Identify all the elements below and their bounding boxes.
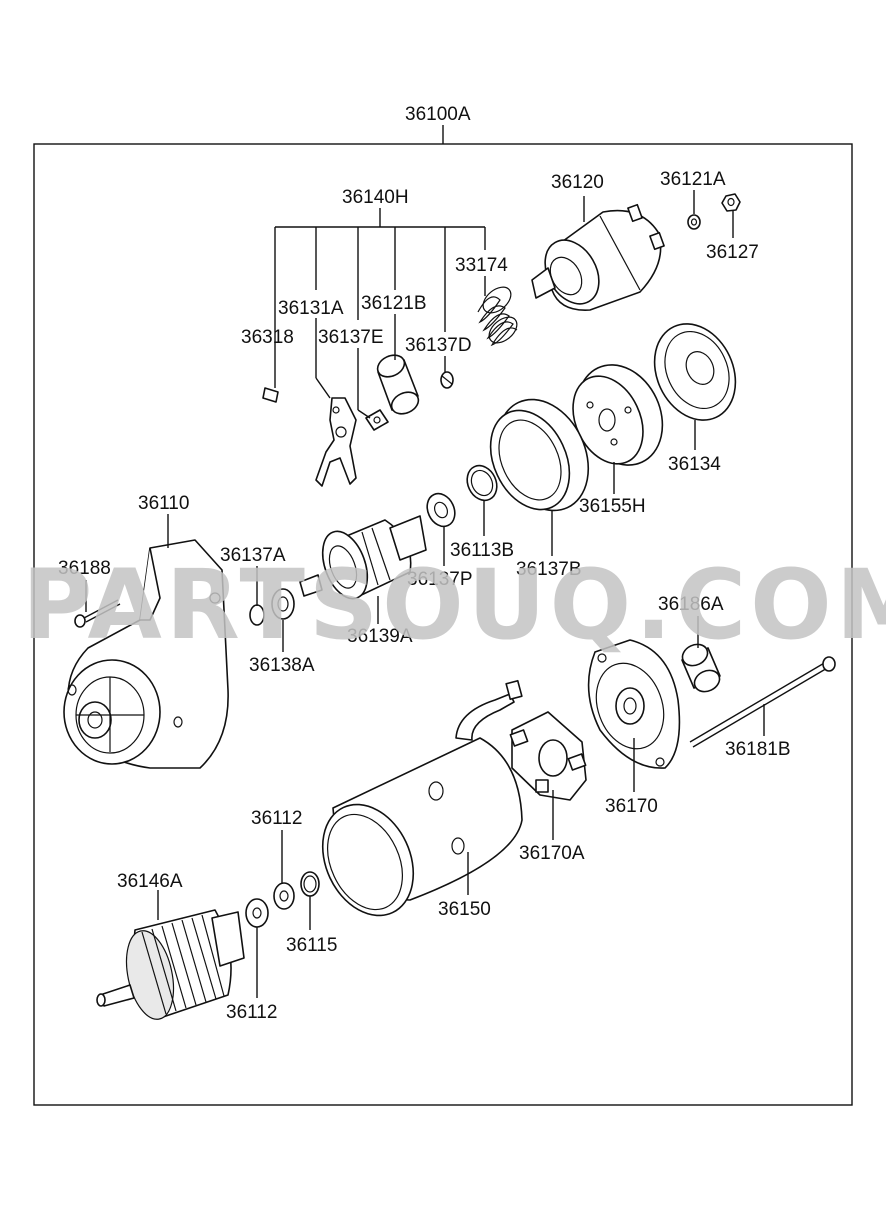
part-label-36137A: 36137A (220, 545, 286, 566)
part-label-36112-lower: 36112 (226, 1002, 277, 1023)
part-label-36138A: 36138A (249, 655, 315, 676)
solenoid-36120 (531, 203, 665, 311)
part-label-36181B: 36181B (725, 739, 791, 760)
washer-36137P (426, 492, 456, 528)
part-label-36155H: 36155H (579, 496, 646, 517)
part-label-36134: 36134 (668, 454, 721, 475)
bushing-36121B (376, 354, 420, 415)
armature-36146A (96, 909, 245, 1020)
part-label-36188: 36188 (58, 558, 111, 579)
brush-holder-36170A (509, 711, 587, 801)
part-label-36110: 36110 (138, 493, 189, 514)
part-label-36137P: 36137P (407, 569, 473, 590)
ring-36137B (489, 398, 590, 512)
part-label-36139A: 36139A (347, 626, 413, 647)
spring-33174 (477, 286, 518, 347)
bushing-36186A (681, 643, 721, 693)
part-36137E (365, 409, 389, 431)
watermark: PARTSOUQ.COM (22, 549, 886, 661)
cover-36155H (572, 364, 664, 466)
clutch-36139A (299, 515, 427, 600)
housing-36110 (63, 539, 229, 769)
part-label-36170: 36170 (605, 796, 658, 817)
washer-36138A (271, 588, 295, 620)
part-label-36137D: 36137D (405, 335, 472, 356)
part-label-36113B: 36113B (450, 540, 514, 561)
part-label-36137B: 36137B (516, 559, 582, 580)
washer-36121A (687, 214, 701, 230)
part-label-36318: 36318 (241, 327, 294, 348)
plate-36134 (653, 323, 737, 421)
lever-36131A (315, 397, 357, 487)
part-label-33174: 33174 (455, 255, 508, 276)
part-label-36146A: 36146A (117, 871, 183, 892)
part-label-36186A: 36186A (658, 594, 724, 615)
ring-36113B (466, 464, 498, 502)
part-label-36112-upper: 36112 (251, 808, 302, 829)
part-label-36137E: 36137E (318, 327, 384, 348)
nut-36127 (721, 193, 741, 212)
part-label-36131A: 36131A (278, 298, 344, 319)
washer-36112-lower (245, 898, 269, 928)
bolt-36188 (74, 599, 121, 628)
part-label-36150: 36150 (438, 899, 491, 920)
washer-36112-upper (273, 882, 295, 910)
pin-36318 (262, 387, 279, 403)
part-label-36115: 36115 (286, 935, 337, 956)
part-label-36140H: 36140H (342, 187, 409, 208)
cover-36170 (587, 639, 681, 769)
part-label-36121B: 36121B (361, 293, 427, 314)
yoke-36150 (321, 679, 523, 917)
part-label-36121A: 36121A (660, 169, 726, 190)
part-label-36127: 36127 (706, 242, 759, 263)
part-label-36170A: 36170A (519, 843, 585, 864)
bolt-36181B (689, 656, 836, 748)
assembly-label: 36100A (405, 104, 471, 125)
part-label-36120: 36120 (551, 172, 604, 193)
